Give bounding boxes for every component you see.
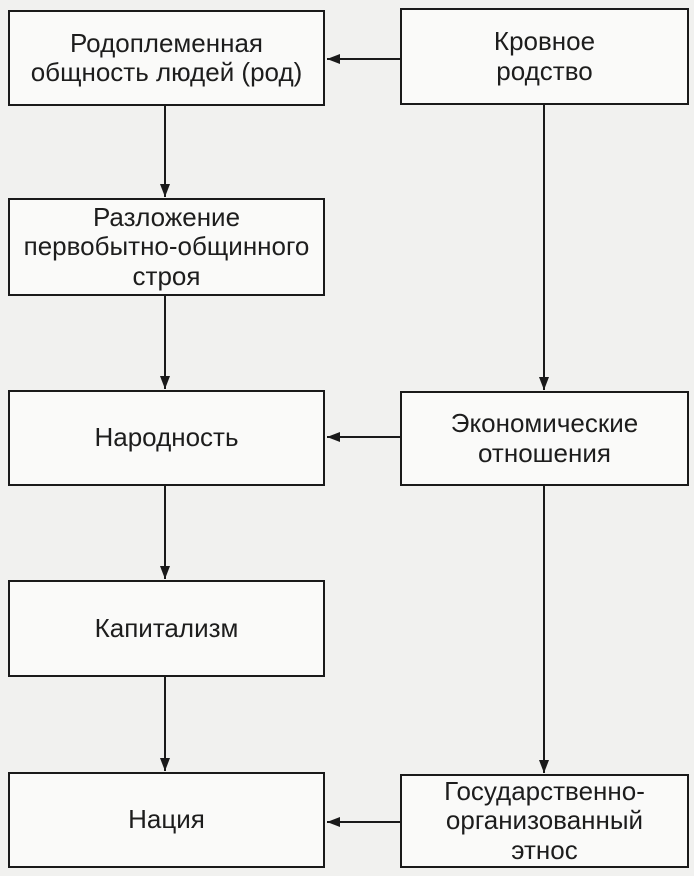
node-narodnost-label: Народность (94, 422, 239, 453)
node-nation: Нация (8, 772, 325, 868)
node-nation-label: Нация (128, 804, 205, 835)
node-state-organized-ethnos-label: Государственно- организованный этнос (444, 776, 645, 865)
node-capitalism: Капитализм (8, 580, 325, 677)
node-economic-relations-label: Экономические отношения (450, 408, 639, 468)
node-economic-relations: Экономические отношения (400, 391, 689, 486)
node-blood-kinship-label: Кровное родство (493, 26, 596, 86)
node-blood-kinship: Кровное родство (400, 8, 689, 105)
node-capitalism-label: Капитализм (94, 612, 239, 643)
node-tribal-community: Родоплеменная общность людей (род) (8, 10, 325, 106)
node-decomposition: Разложение первобытно-общинного строя (8, 198, 325, 296)
node-tribal-community-label: Родоплеменная общность людей (род) (30, 27, 303, 87)
node-narodnost: Народность (8, 390, 325, 486)
node-state-organized-ethnos: Государственно- организованный этнос (400, 774, 689, 868)
node-decomposition-label: Разложение первобытно-общинного строя (23, 202, 310, 291)
